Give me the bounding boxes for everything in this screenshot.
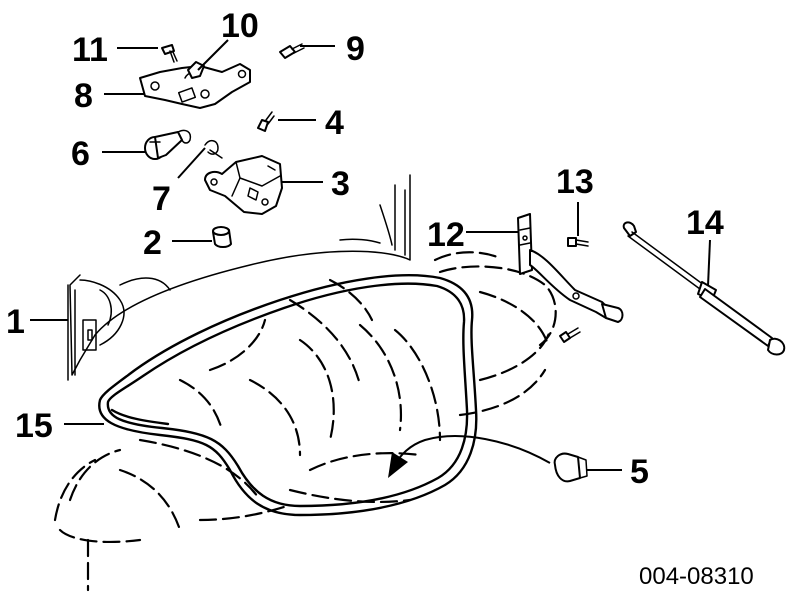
callout-7: 7 [152,180,171,218]
callout-5: 5 [630,453,649,491]
hinge-12 [517,213,624,323]
diagram-code: 004-08310 [639,563,754,590]
trunk-lid [67,284,76,381]
callout-3: 3 [331,165,350,203]
callout-10: 10 [221,7,259,45]
callout-4: 4 [325,104,344,142]
callout-6: 6 [71,135,90,173]
retainer-clip-7 [204,140,223,159]
trunk-body-dashed-lines [53,251,557,592]
clip-10 [187,61,205,79]
bolt-4 [257,111,275,132]
latch-assembly-3 [204,155,283,215]
curved-arrow [388,435,551,478]
trunk-bumper-5 [553,452,588,483]
weatherstrip-seal [98,274,478,517]
callout-15: 15 [15,407,53,445]
bolt-9 [279,43,305,59]
callout-8: 8 [74,77,93,115]
callout-1: 1 [6,303,25,341]
support-strut-14 [622,221,786,356]
bolt-11 [161,44,178,63]
lock-cylinder-6 [144,129,192,160]
trunk-body-frame [69,174,411,376]
callout-14: 14 [686,204,724,242]
leader-lines [30,39,711,471]
callout-11: 11 [72,31,108,69]
bolt-13-lower [559,327,581,343]
callout-9: 9 [346,30,365,68]
callout-2: 2 [143,224,162,262]
bolt-13 [567,237,589,247]
bumper-2 [212,226,232,248]
callout-13: 13 [556,163,594,201]
callout-12: 12 [427,216,465,254]
